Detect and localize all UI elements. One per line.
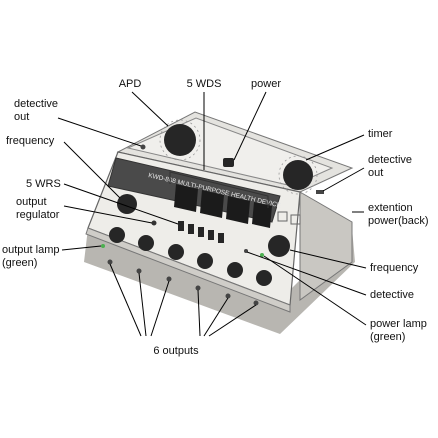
wrs-switch[interactable] <box>208 230 214 240</box>
label-power-lamp: power lamp (green) <box>370 318 427 343</box>
wds-bracket <box>169 171 269 208</box>
indicator-square <box>290 214 301 225</box>
label-apd: APD <box>118 78 142 90</box>
output-knob[interactable] <box>256 270 272 286</box>
label-frequency-left: frequency <box>6 135 55 147</box>
frequency-knob-right[interactable] <box>268 235 290 257</box>
label-outputs: 6 outputs <box>153 345 199 357</box>
display-window <box>174 184 198 212</box>
output-jack[interactable] <box>225 293 231 299</box>
display-window <box>226 196 250 224</box>
output-jack[interactable] <box>195 285 201 291</box>
detective-jack[interactable] <box>244 249 248 253</box>
output-lamp <box>101 244 105 248</box>
wrs-switch[interactable] <box>178 221 184 231</box>
timer-knob-ring <box>278 155 318 195</box>
indicator-square <box>277 211 288 222</box>
display-window <box>252 202 272 228</box>
label-detective: detective <box>370 289 415 301</box>
output-jack[interactable] <box>166 276 172 282</box>
power-lamp <box>260 253 264 257</box>
label-extension-power: extention power(back) <box>368 202 429 227</box>
output-regulator-indicator <box>151 220 157 226</box>
output-knob[interactable] <box>168 244 184 260</box>
label-detective-out-right: detective out <box>368 154 413 179</box>
output-knob[interactable] <box>109 227 125 243</box>
wrs-switch[interactable] <box>218 233 224 243</box>
wrs-switch[interactable] <box>198 227 204 237</box>
detective-out-jack-right[interactable] <box>316 190 324 194</box>
label-output-regulator: output regulator <box>16 196 60 221</box>
apd-knob-ring <box>159 119 201 161</box>
label-output-lamp: output lamp (green) <box>2 244 60 269</box>
timer-knob[interactable] <box>283 160 313 190</box>
output-knob[interactable] <box>138 235 154 251</box>
output-jack[interactable] <box>136 268 142 274</box>
apd-knob[interactable] <box>164 124 196 156</box>
label-power: power <box>251 78 281 90</box>
output-jack[interactable] <box>107 259 113 265</box>
label-timer: timer <box>368 128 393 140</box>
output-knob[interactable] <box>227 262 243 278</box>
output-knob[interactable] <box>197 253 213 269</box>
output-jack[interactable] <box>253 300 259 306</box>
frequency-knob-left[interactable] <box>117 194 137 214</box>
wrs-switch[interactable] <box>188 224 194 234</box>
display-window <box>200 190 224 218</box>
label-frequency-right: frequency <box>370 262 419 274</box>
detective-out-jack-left[interactable] <box>140 144 146 150</box>
label-wrs: 5 WRS <box>26 178 61 190</box>
label-wds: 5 WDS <box>186 78 222 90</box>
power-button[interactable] <box>223 158 234 167</box>
label-detective-out-left: detective out <box>14 98 59 123</box>
